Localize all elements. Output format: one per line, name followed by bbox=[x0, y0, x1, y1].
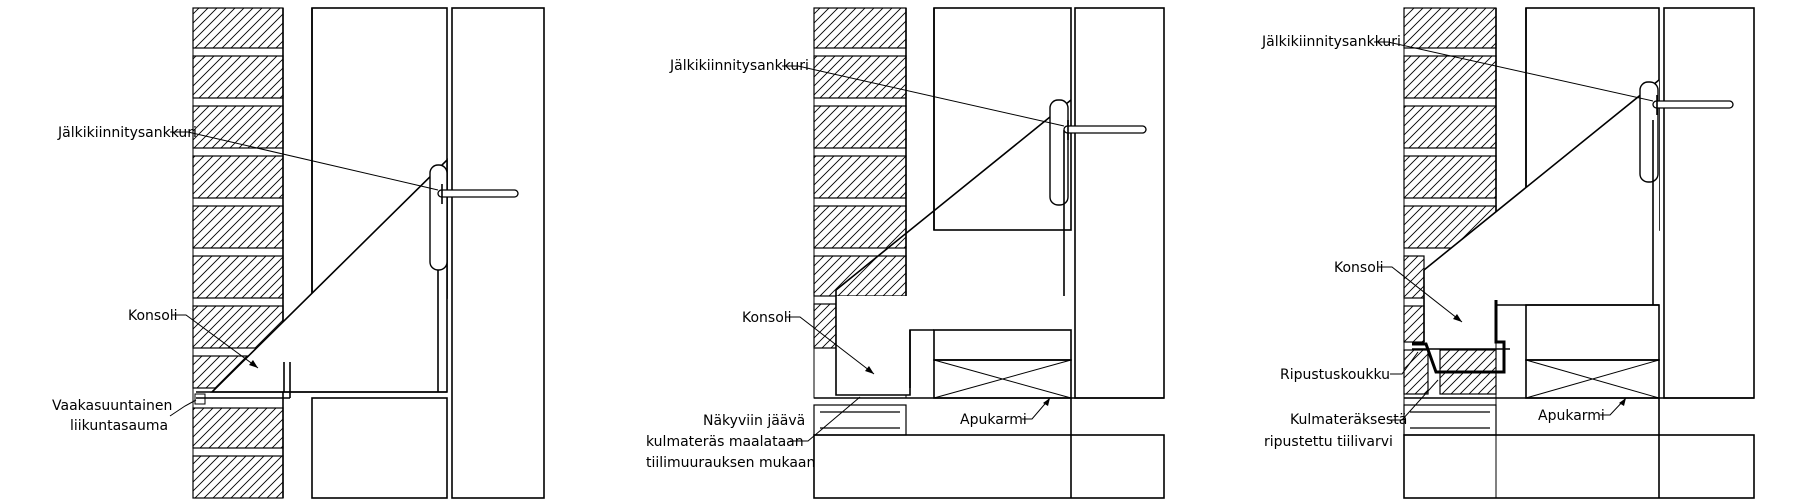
label-joint-1: Vaakasuuntainen bbox=[52, 398, 172, 414]
detail-2: Jälkikiinnitysankkuri Konsoli Näkyviin j… bbox=[646, 7, 1165, 499]
concrete-wall bbox=[1663, 7, 1755, 399]
insulation-block bbox=[933, 329, 1072, 361]
anchor bbox=[1063, 120, 1147, 140]
subframe bbox=[933, 359, 1072, 399]
concrete-wall bbox=[1074, 7, 1165, 399]
insulation-lower bbox=[311, 397, 448, 499]
label-anchor: Jälkikiinnitysankkuri bbox=[1261, 34, 1401, 50]
detail-3: Jälkikiinnitysankkuri Konsoli Ripustusko… bbox=[1261, 7, 1755, 499]
label-subframe: Apukarmi bbox=[960, 412, 1027, 428]
brick-wall bbox=[192, 7, 284, 499]
label-bracket: Konsoli bbox=[128, 308, 178, 324]
hanging-hook bbox=[1412, 300, 1510, 374]
concrete-wall bbox=[451, 7, 545, 499]
label-angle-3: tiilimuurauksen mukaan bbox=[646, 455, 815, 471]
label-hook: Ripustuskoukku bbox=[1280, 367, 1390, 383]
label-lintel-1: Kulmateräksestä bbox=[1290, 412, 1407, 428]
label-angle-1: Näkyviin jäävä bbox=[703, 413, 805, 429]
label-joint-2: liikuntasauma bbox=[70, 418, 168, 434]
label-anchor: Jälkikiinnitysankkuri bbox=[669, 58, 809, 74]
anchor bbox=[1652, 95, 1734, 115]
label-subframe: Apukarmi bbox=[1538, 408, 1605, 424]
label-bracket: Konsoli bbox=[1334, 260, 1384, 276]
joint-sealant bbox=[194, 393, 206, 405]
insulation-block bbox=[1525, 304, 1660, 361]
label-lintel-2: ripustettu tiilivarvi bbox=[1264, 434, 1393, 450]
label-angle-2: kulmateräs maalataan bbox=[646, 434, 804, 450]
label-bracket: Konsoli bbox=[742, 310, 792, 326]
label-anchor: Jälkikiinnitysankkuri bbox=[57, 125, 197, 141]
brick-wall bbox=[1403, 7, 1755, 499]
detail-1: Jälkikiinnitysankkuri Konsoli Vaakasuunt… bbox=[52, 7, 545, 499]
insulation bbox=[933, 7, 1072, 231]
anchor bbox=[437, 184, 519, 204]
subframe bbox=[1525, 359, 1660, 399]
